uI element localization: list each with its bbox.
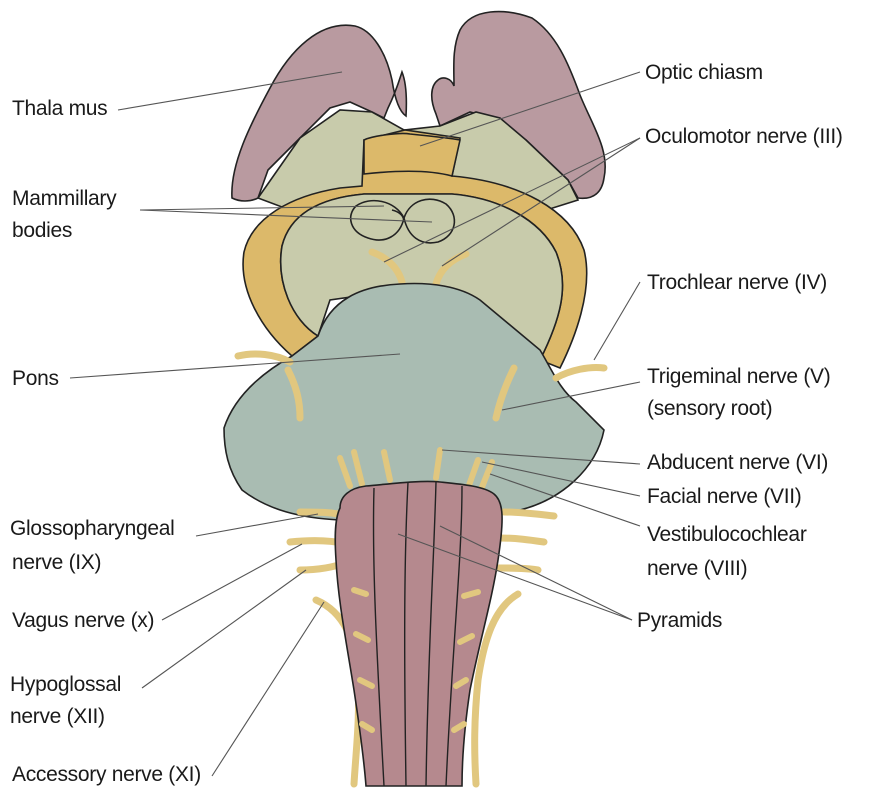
glossopharyngeal-nerve-right (504, 512, 554, 516)
trigeminal-stub-left (238, 354, 290, 362)
label-accessory-nerve: Accessory nerve (XI) (12, 762, 201, 788)
optic-chiasm (364, 133, 460, 176)
label-hypoglossal-nerve: nerve (XII) (10, 704, 105, 730)
label-trigeminal-sensory-root: (sensory root) (647, 396, 772, 422)
label-pyramids: Pyramids (637, 608, 722, 634)
label-trigeminal-nerve: Trigeminal nerve (V) (647, 364, 830, 390)
label-pons: Pons (12, 366, 59, 392)
label-vestibulocochlear-nerve: nerve (VIII) (647, 556, 747, 582)
label-mammillary: Mammillary (12, 186, 116, 212)
label-glossopharyngeal: Glossopharyngeal (10, 516, 174, 542)
hypoglossal-rootlet-right-1 (464, 592, 478, 596)
vagus-nerve-right-1 (500, 538, 544, 542)
label-optic-chiasm: Optic chiasm (645, 60, 763, 86)
label-glossopharyngeal-nerve: nerve (IX) (12, 550, 101, 576)
vagus-nerve-right-2 (498, 568, 538, 570)
label-facial-nerve: Facial nerve (VII) (647, 484, 801, 510)
label-hypoglossal: Hypoglossal (10, 672, 121, 698)
label-vagus-nerve: Vagus nerve (x) (12, 608, 154, 634)
label-vestibulocochlear: Vestibulocochlear (647, 522, 807, 548)
abducent-nerve-right (436, 450, 440, 478)
label-mammillary-bodies: bodies (12, 218, 72, 244)
hypoglossal-rootlet-left-1 (354, 590, 366, 594)
trochlear-nerve (556, 367, 604, 378)
label-oculomotor-nerve: Oculomotor nerve (III) (645, 124, 843, 150)
label-abducent-nerve: Abducent nerve (VI) (647, 450, 828, 476)
label-thalamus: Thala mus (12, 96, 107, 122)
label-trochlear-nerve: Trochlear nerve (IV) (647, 270, 827, 296)
